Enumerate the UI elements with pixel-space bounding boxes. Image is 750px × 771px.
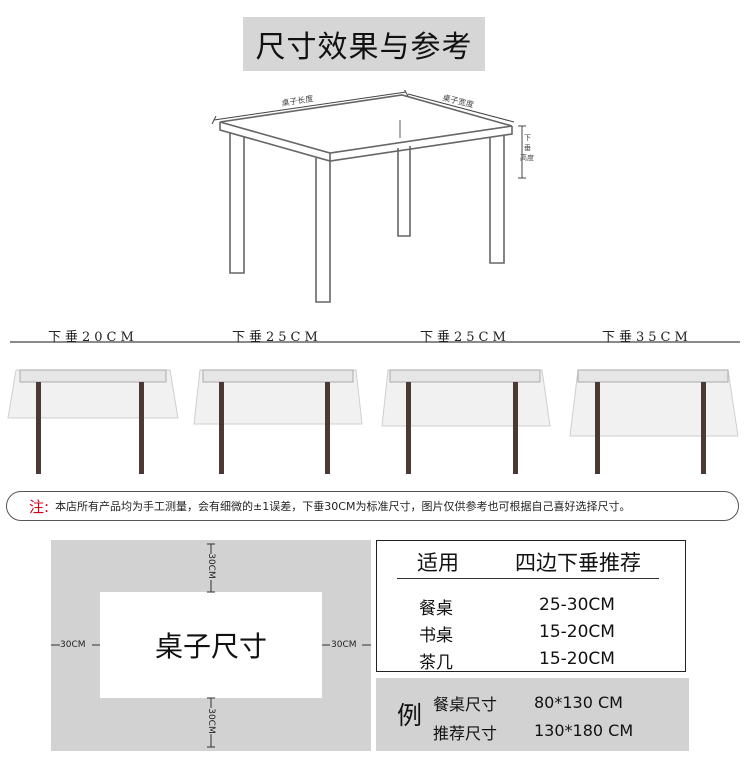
drop-label-3: 高度 — [520, 153, 534, 162]
drape-table-3 — [381, 369, 551, 474]
rec-row-value: 25-30CM — [539, 595, 615, 615]
rec-row-name: 茶几 — [419, 653, 453, 673]
page-title: 尺寸效果与参考 — [255, 30, 473, 65]
size-dim-right: 30CM — [331, 640, 357, 650]
drape-table-2 — [193, 369, 363, 474]
table-length-label: 桌子长度 — [281, 93, 314, 108]
example-row-name: 餐桌尺寸 — [433, 695, 498, 714]
rec-row-value: 15-20CM — [539, 649, 615, 669]
rec-header-drop: 四边下垂推荐 — [515, 551, 641, 575]
size-dim-top: 30CM — [206, 553, 216, 579]
drape-label-1: 下垂20CM — [48, 330, 138, 345]
drape-label-4: 下垂35CM — [602, 330, 692, 345]
title-box: 尺寸效果与参考 — [243, 17, 485, 71]
recommendation-table: 适用 四边下垂推荐 餐桌 25-30CM 书桌 15-20CM 茶几 15-20… — [376, 540, 686, 673]
example-mark: 例 — [397, 701, 423, 730]
size-dim-left: 30CM — [60, 640, 86, 650]
rec-divider — [397, 578, 659, 579]
drape-examples: 下垂20CM 下垂25CM 下垂25CM 下垂35CM — [0, 318, 750, 488]
drape-illustrations — [7, 341, 740, 474]
drape-label-3: 下垂25CM — [420, 330, 510, 345]
note-prefix: 注: — [29, 497, 50, 516]
rec-header-use: 适用 — [417, 551, 459, 575]
table-illustration: 桌子长度 桌子宽度 下 垂 高度 — [211, 90, 534, 303]
size-diagram-label: 桌子尺寸 — [154, 630, 267, 663]
drop-label-2: 垂 — [524, 143, 531, 152]
drop-label-1: 下 — [524, 134, 531, 142]
example-row-name: 推荐尺寸 — [433, 724, 498, 743]
size-dim-bottom: 30CM — [206, 708, 216, 734]
size-dimension-lines — [51, 543, 371, 748]
example-row-value: 130*180 CM — [534, 721, 634, 740]
rec-row-name: 书桌 — [419, 626, 453, 646]
note-text: 本店所有产品均为手工测量，会有细微的±1误差，下垂30CM为标准尺寸，图片仅供参… — [55, 500, 631, 513]
drape-table-4 — [569, 369, 739, 474]
drape-table-1 — [7, 369, 179, 474]
size-diagram-table: 桌子尺寸 — [100, 592, 322, 698]
example-box: 例 餐桌尺寸 80*130 CM 推荐尺寸 130*180 CM — [376, 678, 689, 751]
example-row-value: 80*130 CM — [534, 693, 623, 712]
drape-label-2: 下垂25CM — [232, 330, 322, 345]
rec-row-name: 餐桌 — [419, 599, 453, 619]
note-banner: 注: 本店所有产品均为手工测量，会有细微的±1误差，下垂30CM为标准尺寸，图片… — [6, 491, 739, 521]
rec-row-value: 15-20CM — [539, 622, 615, 642]
